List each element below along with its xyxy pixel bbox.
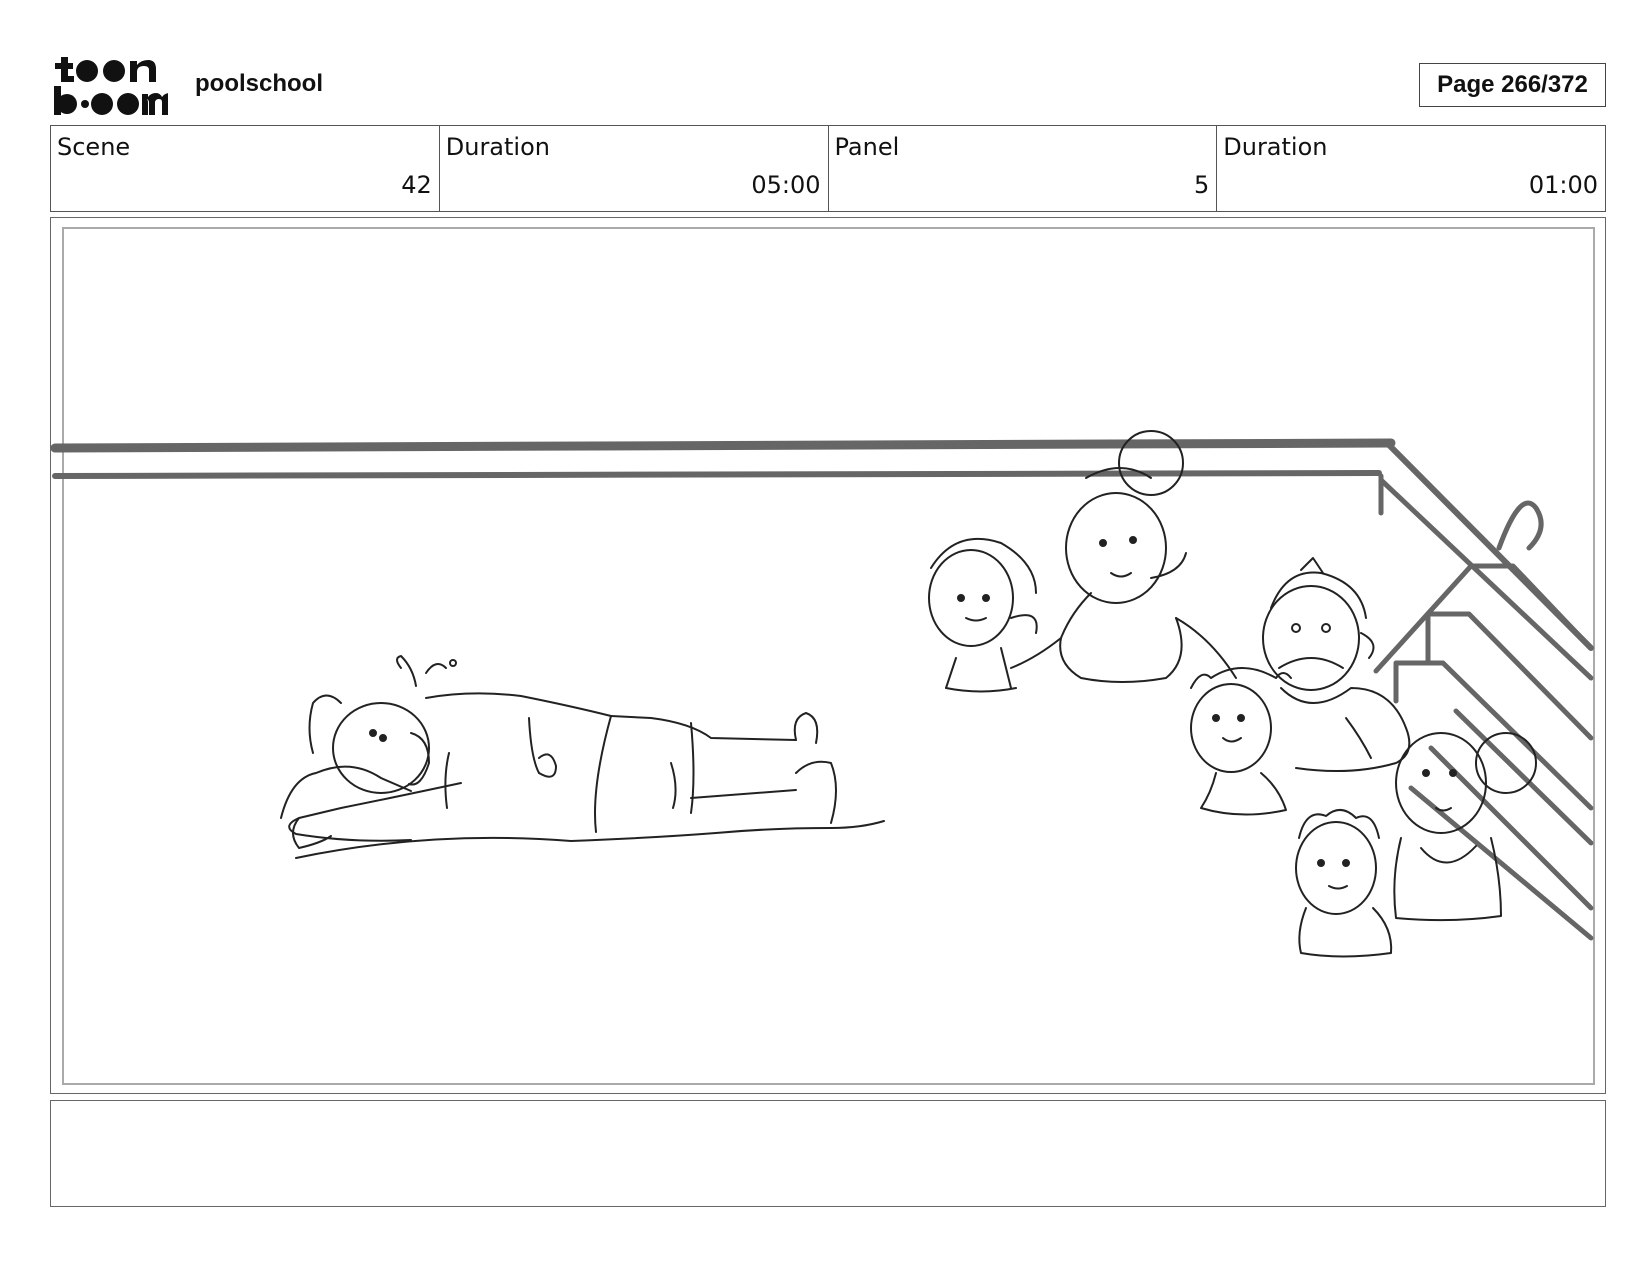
scene-cell: Scene 42 — [51, 126, 440, 211]
panel-sketch — [51, 430, 1594, 958]
floating-swimmer — [280, 655, 885, 859]
scene-duration-label: Duration — [445, 133, 550, 161]
child-left — [928, 537, 1038, 693]
boy-spiky-hair — [1295, 809, 1393, 958]
panel-cell: Panel 5 — [829, 126, 1218, 211]
page-indicator: Page 266/372 — [1419, 63, 1606, 107]
scene-label: Scene — [57, 133, 131, 161]
scene-duration-cell: Duration 05:00 — [440, 126, 829, 211]
panel-value: 5 — [1193, 171, 1210, 199]
panel-duration-cell: Duration 01:00 — [1217, 126, 1605, 211]
scene-info-table: Scene 42 Duration 05:00 Panel 5 Duration… — [50, 125, 1606, 212]
project-name: poolschool — [195, 70, 323, 97]
woman-with-bun — [1010, 430, 1237, 683]
panel-duration-value: 01:00 — [1528, 171, 1598, 199]
storyboard-panel — [50, 217, 1606, 1094]
old-man — [1262, 557, 1411, 773]
pool-stairs — [1373, 500, 1594, 941]
woman-ponytail — [1393, 732, 1537, 922]
scene-value: 42 — [401, 171, 432, 199]
pool-edge — [51, 438, 1594, 681]
toonboom-logo — [54, 57, 168, 115]
panel-notes-box — [50, 1100, 1606, 1207]
child-center — [1190, 667, 1292, 816]
panel-label: Panel — [834, 133, 900, 161]
panel-frame — [62, 227, 1595, 1085]
panel-duration-label: Duration — [1223, 133, 1328, 161]
scene-duration-value: 05:00 — [751, 171, 821, 199]
